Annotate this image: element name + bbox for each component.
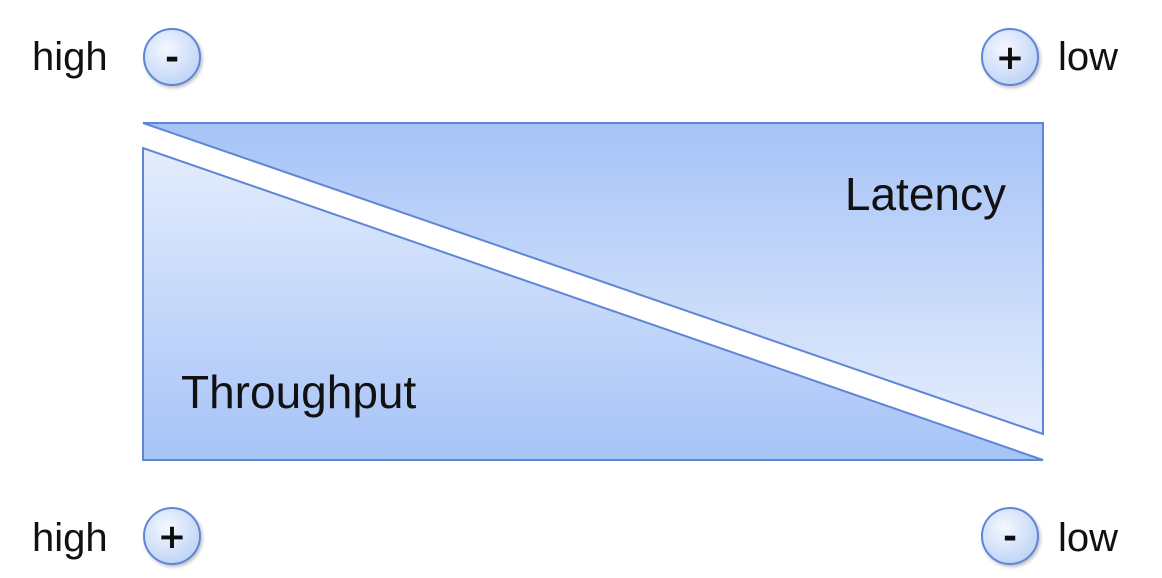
throughput-region (142, 146, 1044, 461)
svg-text:+: + (996, 38, 1025, 78)
bottom-left-text: high (32, 516, 108, 560)
plus-badge-icon: + (143, 507, 201, 565)
bottom-right-text: low (1058, 516, 1118, 560)
top-right-text: low (1058, 35, 1118, 79)
svg-text:-: - (165, 38, 179, 78)
svg-text:-: - (1003, 517, 1017, 557)
plus-badge-icon: + (981, 28, 1039, 86)
top-left-text: high (32, 35, 108, 79)
svg-text:+: + (158, 517, 187, 557)
minus-badge-icon: - (981, 507, 1039, 565)
latency-label: Latency (845, 168, 1006, 220)
throughput-label: Throughput (181, 366, 416, 418)
minus-badge-icon: - (143, 28, 201, 86)
latency-region (142, 122, 1044, 436)
